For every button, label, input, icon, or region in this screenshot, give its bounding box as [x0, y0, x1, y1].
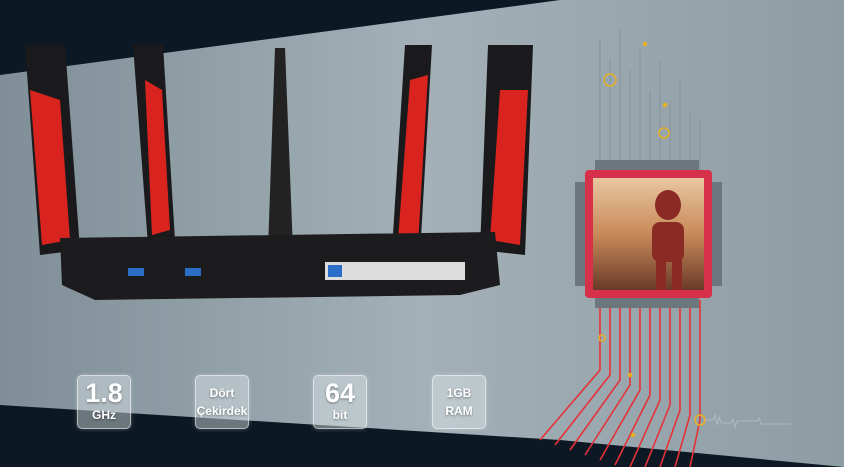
red-traces: [539, 300, 701, 467]
spec-unit: GHz: [92, 408, 116, 422]
cpu-chip: [575, 160, 722, 308]
router: [25, 45, 533, 300]
spec-value: 64: [324, 378, 356, 408]
spec-badge-cores: Dört Çekirdek: [195, 375, 249, 429]
circuit-traces: [599, 30, 701, 170]
spec-badge-ram: 1GB RAM: [432, 375, 486, 429]
robot-figure: [652, 190, 684, 290]
spec-value: 1GB: [446, 386, 472, 400]
spec-unit: bit: [332, 408, 348, 422]
waveform: [705, 413, 791, 429]
spec-unit: Çekirdek: [196, 404, 248, 418]
gold-dots: [598, 41, 706, 438]
spec-value: Dört: [209, 386, 235, 400]
spec-badge-cpu-speed: 1.8 GHz: [77, 375, 131, 429]
spec-value: 1.8: [85, 378, 123, 408]
spec-unit: RAM: [445, 404, 473, 418]
spec-badge-architecture: 64 bit: [313, 375, 367, 429]
